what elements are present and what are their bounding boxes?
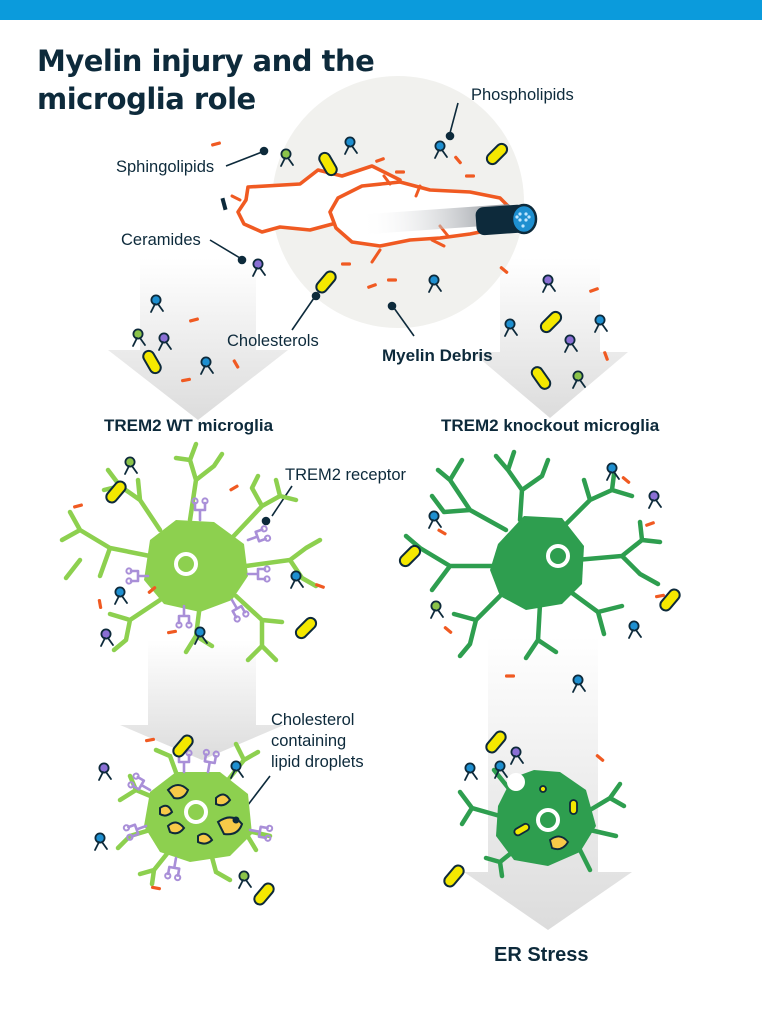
- label-er-stress: ER Stress: [494, 944, 589, 966]
- ko-microglia: [401, 449, 663, 661]
- label-myelin-debris: Myelin Debris: [382, 346, 493, 365]
- ko-microglia-stressed: [457, 767, 627, 879]
- title-line-1: Myelin injury and the: [37, 44, 375, 78]
- lipid-droplets-line-2: containing: [271, 732, 347, 750]
- label-phospholipids: Phospholipids: [471, 86, 574, 104]
- label-sphingolipids: Sphingolipids: [116, 158, 215, 176]
- title-line-2: microglia role: [37, 82, 256, 116]
- label-ceramides: Ceramides: [121, 231, 201, 249]
- lipid-droplets-line-3: lipid droplets: [271, 753, 364, 771]
- right-top-arrow: [472, 258, 628, 418]
- label-trem2-receptor: TREM2 receptor: [285, 466, 407, 484]
- ko-microglia-stressed-body: [496, 770, 596, 866]
- wt-microglia-droplets: [115, 741, 273, 887]
- lipid-droplets-line-1: Cholesterol: [271, 711, 355, 729]
- label-trem2-wt: TREM2 WT microglia: [104, 416, 274, 435]
- ko-microglia-body: [490, 516, 584, 610]
- left-bottom-arrow: [120, 640, 284, 760]
- label-lipid-droplets: Cholesterol containing lipid droplets: [271, 710, 364, 773]
- page-title: Myelin injury and the microglia role: [37, 42, 417, 118]
- header-bar: [0, 0, 762, 20]
- label-cholesterols: Cholesterols: [227, 332, 319, 350]
- label-trem2-ko: TREM2 knockout microglia: [441, 416, 660, 435]
- axon: [359, 203, 538, 236]
